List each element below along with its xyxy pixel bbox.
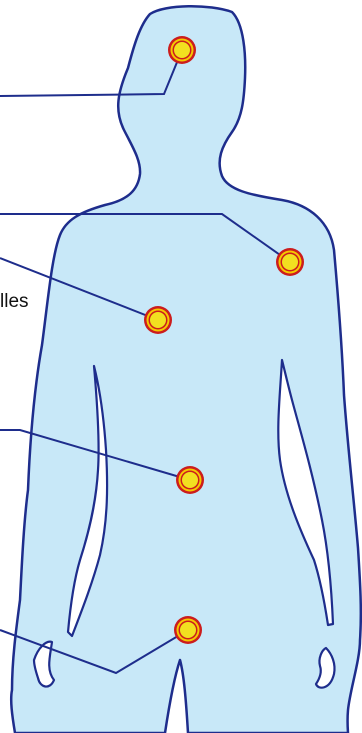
marker-chest (144, 306, 172, 334)
label-partial: lles (0, 291, 29, 313)
marker-hip (174, 616, 202, 644)
marker-shoulder (276, 248, 304, 276)
marker-abdomen (176, 466, 204, 494)
marker-head (168, 36, 196, 64)
